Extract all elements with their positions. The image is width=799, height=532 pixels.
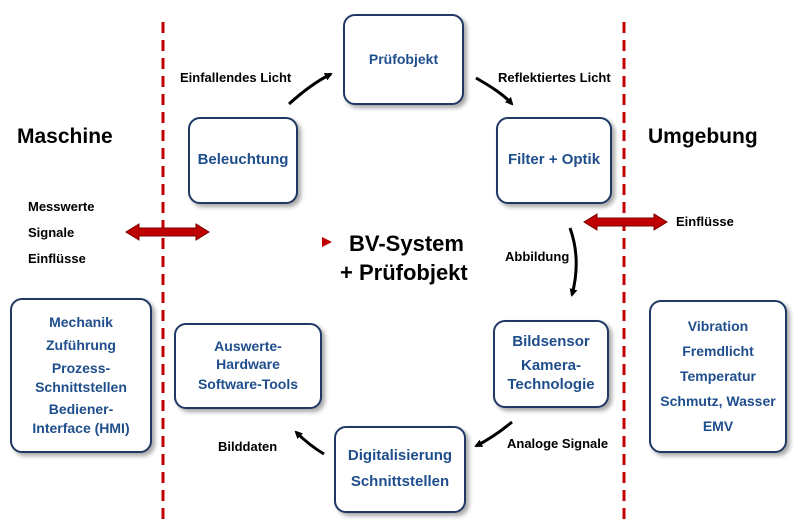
label-bilddaten: Bilddaten [218,439,278,454]
center-title-line1: BV-System [349,231,464,256]
maschine-item-prozess: Prozess- [51,359,111,376]
double-arrow-right [583,213,668,231]
box-auswerte-line3: Software-Tools [197,376,299,393]
arrow-bildsensor-to-digitalisierung [474,420,513,448]
center-bullet-icon [322,237,332,247]
box-filter-optik-label: Filter + Optik [507,151,601,169]
side-title-maschine: Maschine [17,125,113,148]
box-auswerte-line1: Auswerte- [214,338,282,355]
label-abbildung: Abbildung [505,249,570,264]
double-arrow-left [125,223,210,241]
label-signale: Signale [28,225,75,240]
box-auswerte-line2: Hardware [216,355,280,372]
box-maschine-details: Mechanik Zuführung Prozess- Schnittstell… [10,298,152,453]
center-title-line2: + Prüfobjekt [340,259,468,285]
label-messwerte: Messwerte [28,199,95,214]
box-beleuchtung-label: Beleuchtung [197,151,289,169]
label-reflektiertes-licht: Reflektiertes Licht [498,70,611,85]
arrow-filter-to-bildsensor [568,227,578,297]
umgebung-item-emv: EMV [702,417,734,434]
label-einfallendes-licht: Einfallendes Licht [180,70,292,85]
center-title: BV-System + Prüfobjekt [340,230,468,287]
arrow-digitalisierung-to-auswerte [294,430,325,456]
box-bildsensor: Bildsensor Kamera- Technologie [493,320,609,408]
umgebung-item-temperatur: Temperatur [680,368,756,385]
maschine-item-bediener: Bediener- [48,401,114,418]
label-einfluesse-right: Einflüsse [676,214,734,229]
label-einfluesse-left: Einflüsse [28,251,86,266]
umgebung-item-fremdlicht: Fremdlicht [682,343,754,360]
box-digitalisierung: Digitalisierung Schnittstellen [334,426,466,513]
box-auswerte: Auswerte- Hardware Software-Tools [174,323,322,409]
box-filter-optik: Filter + Optik [496,117,612,204]
umgebung-item-vibration: Vibration [687,318,749,335]
box-beleuchtung: Beleuchtung [188,117,298,204]
maschine-item-hmi: Interface (HMI) [32,420,130,437]
maschine-item-schnittstellen: Schnittstellen [35,378,127,395]
arrow-beleuchtung-to-pruefobjekt [287,72,333,106]
box-digitalisierung-line2: Schnittstellen [350,473,450,490]
box-bildsensor-line2: Kamera- [520,357,582,375]
box-bildsensor-line1: Bildsensor [512,333,590,351]
side-title-umgebung: Umgebung [648,125,758,148]
label-analoge-signale: Analoge Signale [507,436,609,451]
arrow-pruefobjekt-to-filter [475,76,514,106]
box-digitalisierung-line1: Digitalisierung [347,447,453,465]
umgebung-item-schmutz: Schmutz, Wasser [660,392,776,409]
box-pruefobjekt-label: Prüfobjekt [368,50,439,67]
maschine-item-mechanik: Mechanik [49,313,113,330]
box-pruefobjekt: Prüfobjekt [343,14,464,105]
maschine-item-zufuehrung: Zuführung [46,336,116,353]
box-bildsensor-line3: Technologie [507,375,595,393]
box-umgebung-details: Vibration Fremdlicht Temperatur Schmutz,… [649,300,787,453]
